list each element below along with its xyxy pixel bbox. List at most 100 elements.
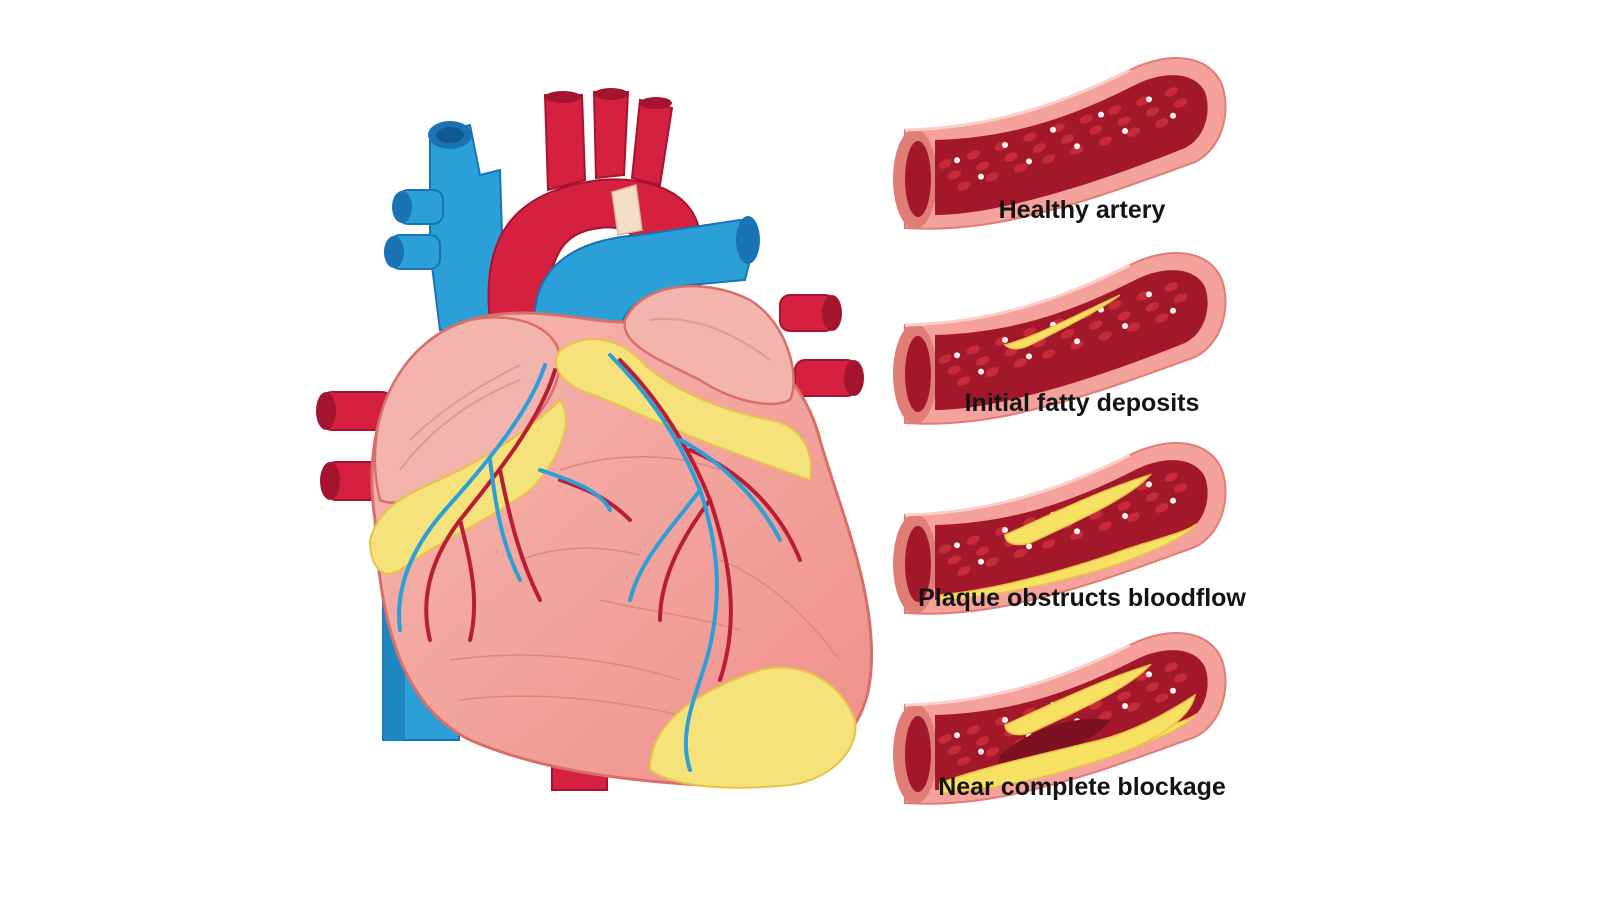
red-blood-cell — [1164, 472, 1178, 482]
red-blood-cell — [1042, 539, 1056, 549]
red-blood-cell — [1070, 340, 1084, 350]
artery-plaque-obstruction — [893, 442, 1227, 615]
label-plaque-obstructs-bloodflow: Plaque obstructs bloodflow — [918, 584, 1246, 612]
label-initial-fatty-deposits: Initial fatty deposits — [964, 389, 1200, 417]
white-blood-cell — [1146, 291, 1152, 298]
red-blood-cell — [1164, 87, 1178, 97]
red-blood-cell — [1174, 293, 1188, 303]
artery-fatty-deposits — [893, 252, 1227, 425]
red-blood-cell — [966, 345, 980, 355]
white-blood-cell — [1170, 112, 1176, 119]
artery-stages — [893, 57, 1227, 805]
white-blood-cell — [1170, 687, 1176, 694]
artery-wall-highlight — [904, 453, 1131, 517]
red-blood-cell — [1155, 503, 1169, 513]
red-blood-cell — [1117, 501, 1131, 511]
red-blood-cell — [938, 544, 952, 554]
artery-opening — [905, 141, 931, 217]
artery-near-blockage — [893, 632, 1227, 805]
red-blood-cell — [1079, 114, 1093, 124]
red-blood-cell — [1164, 282, 1178, 292]
red-blood-cell — [966, 725, 980, 735]
white-blood-cell — [978, 368, 984, 375]
red-blood-cell — [966, 535, 980, 545]
red-blood-cell — [1013, 548, 1027, 558]
artery-wall-highlight — [904, 68, 1131, 132]
white-blood-cell — [1026, 543, 1032, 550]
red-blood-cell — [1117, 116, 1131, 126]
white-blood-cells — [954, 96, 1176, 180]
red-blood-cell — [957, 181, 971, 191]
white-blood-cell — [1146, 481, 1152, 488]
white-blood-cell — [1122, 513, 1128, 519]
red-blood-cell — [1126, 322, 1141, 332]
red-blood-cell — [1126, 127, 1141, 137]
plaque-deposit-upper — [1004, 473, 1153, 546]
white-blood-cell — [954, 542, 960, 549]
red-blood-cell — [1164, 662, 1178, 672]
label-near-complete-blockage: Near complete blockage — [938, 773, 1226, 801]
red-blood-cell — [1098, 711, 1112, 721]
white-blood-cell — [1050, 126, 1056, 133]
red-blood-cell — [1098, 331, 1112, 341]
artery-opening — [905, 716, 931, 792]
red-blood-cell — [1155, 313, 1169, 323]
red-blood-cell — [1108, 300, 1122, 310]
red-blood-cell — [976, 356, 990, 366]
vena-cava-vessel — [384, 121, 507, 331]
red-blood-cell — [985, 747, 999, 757]
red-blood-cell — [1145, 492, 1159, 502]
red-blood-cell — [938, 734, 952, 744]
red-blood-cell — [957, 566, 971, 576]
red-blood-cell — [985, 557, 999, 567]
white-blood-cells — [954, 291, 1176, 375]
red-blood-cell — [1145, 682, 1159, 692]
red-blood-cell — [1155, 693, 1169, 703]
red-blood-cell — [947, 555, 961, 565]
plaque-deposit-upper — [1004, 663, 1153, 736]
white-blood-cell — [1002, 527, 1008, 533]
red-blood-cell — [1174, 673, 1188, 683]
plaque-deposit-bottom — [939, 522, 1197, 601]
red-blood-cell — [938, 354, 952, 364]
red-blood-cell — [1126, 512, 1141, 522]
red-blood-cell — [1042, 154, 1056, 164]
red-blood-cell — [957, 376, 971, 386]
pulmonary-artery — [533, 216, 760, 342]
left-atrium — [623, 284, 795, 406]
red-blood-cell — [947, 170, 961, 180]
artery-lumen — [935, 270, 1208, 410]
red-blood-cell — [1174, 98, 1188, 108]
red-blood-cell — [1070, 530, 1084, 540]
white-blood-cell — [978, 558, 984, 565]
label-healthy-artery: Healthy artery — [998, 196, 1166, 224]
white-blood-cell — [1146, 671, 1152, 678]
red-blood-cell — [976, 546, 990, 556]
blood-cells — [938, 87, 1188, 191]
white-blood-cell — [1074, 143, 1080, 150]
white-blood-cell — [1122, 703, 1128, 709]
artery-wall-highlight — [904, 643, 1131, 707]
red-blood-cell — [1089, 125, 1103, 135]
pulmonary-veins — [779, 294, 864, 397]
red-blood-cell — [1004, 347, 1018, 357]
artery-lumen — [935, 75, 1208, 215]
white-blood-cell — [1170, 307, 1176, 314]
red-blood-cell — [985, 367, 999, 377]
red-blood-cell — [1098, 521, 1112, 531]
red-blood-cell — [976, 736, 990, 746]
red-blood-cell — [1013, 163, 1027, 173]
red-blood-cell — [1117, 311, 1131, 321]
artery-wall-highlight — [904, 263, 1131, 327]
red-blood-cell — [1145, 302, 1159, 312]
blood-cells — [938, 282, 1188, 386]
plaque-deposit-top — [1003, 294, 1121, 350]
artery-opening — [905, 526, 931, 602]
red-blood-cell — [1032, 143, 1046, 153]
red-blood-cell — [1145, 107, 1159, 117]
coronary-arteries — [424, 358, 802, 682]
red-blood-cell — [1042, 349, 1056, 359]
red-blood-cell — [1117, 691, 1131, 701]
white-blood-cell — [1074, 528, 1080, 535]
